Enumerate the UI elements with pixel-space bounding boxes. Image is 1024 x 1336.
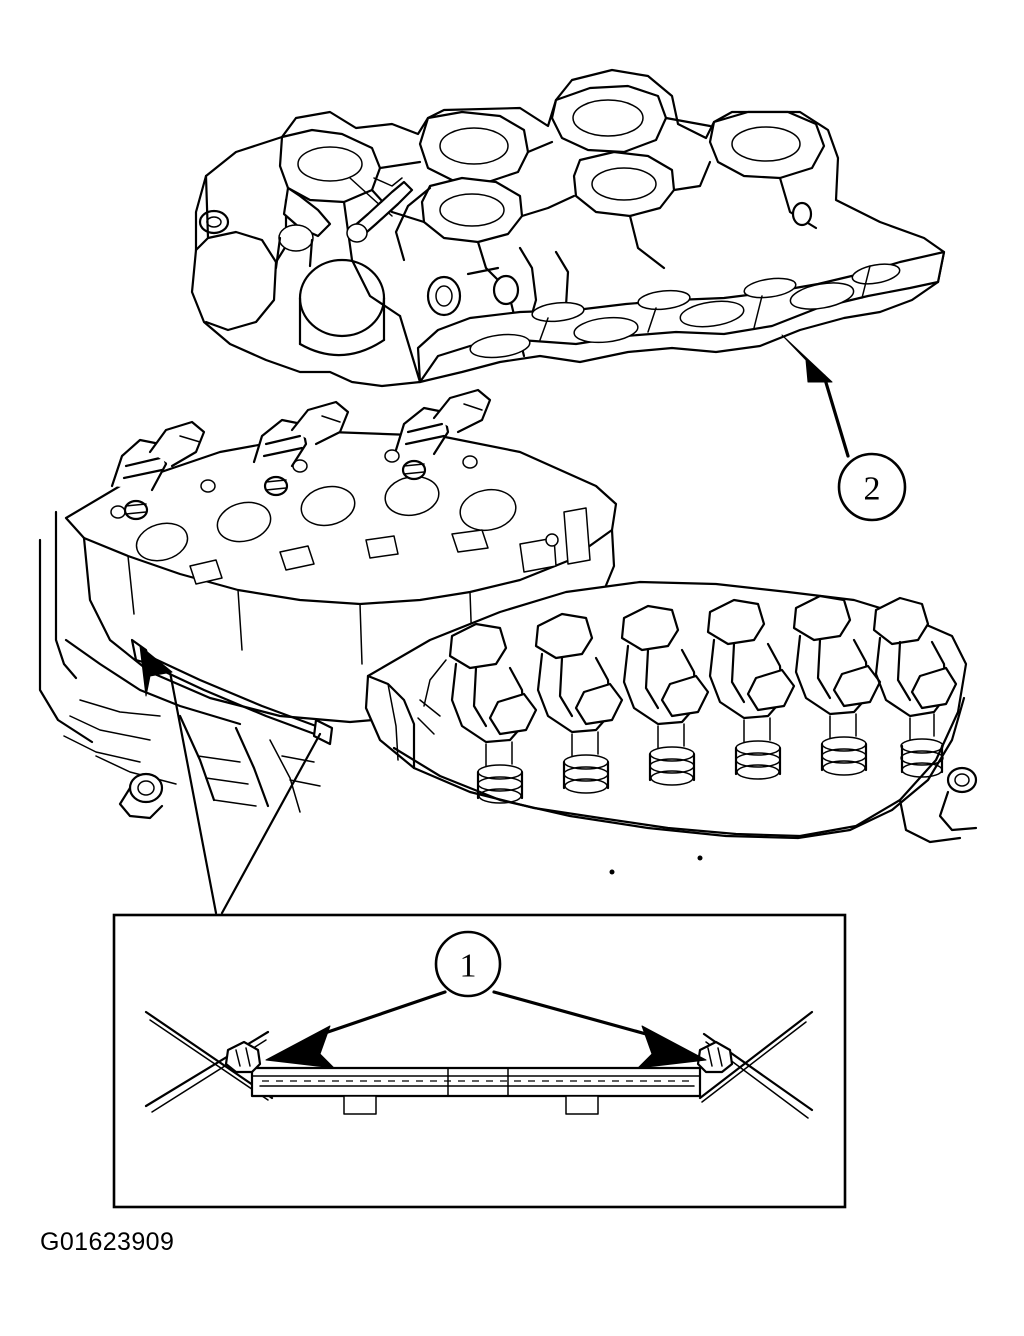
figure-code: G01623909 xyxy=(40,1228,175,1256)
valve-train xyxy=(364,580,978,875)
callout-2: 2 xyxy=(781,334,907,522)
cylinder-head-left xyxy=(38,388,618,820)
detail-inset: 1 xyxy=(112,913,847,1209)
intake-manifold xyxy=(190,68,946,388)
callout-1-number: 1 xyxy=(460,948,477,985)
callout-2-number: 2 xyxy=(864,471,881,508)
callout-2-circle xyxy=(837,452,907,522)
inset-reference-leaders xyxy=(168,670,322,915)
callout-1-circle xyxy=(434,930,502,998)
